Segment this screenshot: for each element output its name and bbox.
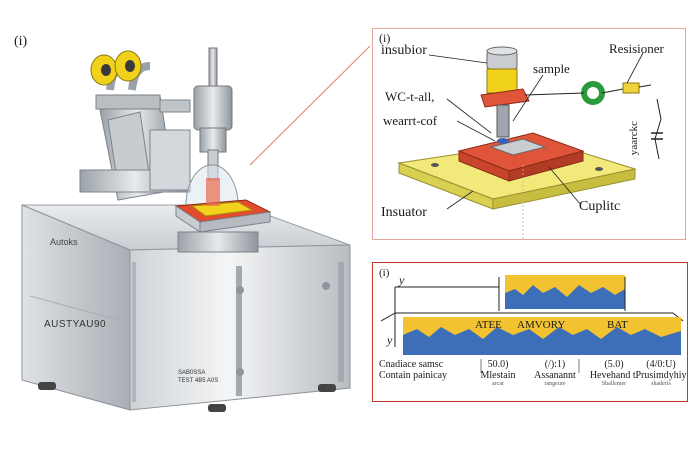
weight-knob-right	[114, 50, 142, 82]
callout-wc-tall: WC-t-all,	[385, 89, 435, 104]
instrument-illustration	[21, 45, 370, 412]
legend-col-3: (/):1) Assanannt rangeure	[523, 359, 587, 387]
legend-col-2-sub: arcar	[492, 381, 504, 387]
legend-row: Cnadiace samsc Contain painicay 50.0) Ml…	[373, 359, 687, 399]
resistor	[622, 82, 640, 94]
legend-col-3-value: Assanannt	[534, 370, 576, 381]
callout-insulator-top: insubior	[381, 43, 427, 58]
sensor-ring	[581, 81, 605, 105]
panel-a-label: (i)	[14, 34, 28, 49]
panel-c: (i) y y ATEE AMVORY BAT Cnadiace samsc C…	[372, 262, 688, 402]
callout-sample: sample	[533, 61, 570, 76]
callout-wear-coef: wearrt-cof	[383, 113, 438, 128]
legend-col-3-title: (/):1)	[544, 359, 566, 370]
legend-col-5-title: (4/0:U)	[646, 359, 676, 370]
coupling-block	[457, 132, 585, 182]
legend-col-1-value: Contain painicay	[379, 370, 448, 381]
legend-col-1-title: Cnadiace samsc	[379, 359, 444, 370]
callout-coupling: Cuplitc	[579, 199, 621, 214]
spindle	[193, 47, 233, 181]
y-axis-label-bottom: y	[387, 333, 393, 347]
sample-stage	[174, 164, 272, 233]
machine-label-front: AUSTYAU90	[44, 319, 107, 330]
band-label-1: ATEE	[475, 319, 502, 331]
machine-label-top: Autoks	[50, 237, 78, 247]
legend-col-1: Cnadiace samsc Contain painicay	[379, 359, 469, 381]
callout-resistor: Resisioner	[609, 41, 664, 56]
callout-vertical-note: ɔʞɔɹɐɐʎ	[629, 121, 641, 156]
band-label-2: AMVORY	[517, 319, 566, 331]
panel-b-label: (i)	[379, 31, 391, 45]
panel-a: (i)	[14, 34, 370, 412]
legend-col-4: (5.0) Hevehand t. Shallemer	[585, 359, 643, 387]
legend-col-5-value: Prusimdyhiy	[635, 370, 687, 381]
upper-band	[505, 275, 625, 309]
legend-col-4-value: Hevehand t.	[589, 370, 639, 381]
machine-small-text-1: SAB0SSA	[178, 370, 206, 376]
lower-band	[403, 317, 681, 355]
legend-col-2-title: 50.0)	[487, 359, 509, 370]
legend-col-5-sub: shaderis	[651, 381, 671, 387]
legend-col-3-sub: rangeure	[544, 381, 566, 387]
band-label-3: BAT	[607, 319, 628, 331]
pin-holder	[480, 46, 530, 144]
legend-col-2: 50.0) Mlestain arcar	[471, 359, 525, 387]
loading-arm	[79, 50, 191, 201]
callout-insulator-bottom: Insuator	[381, 205, 427, 220]
weight-knob-left	[90, 54, 118, 86]
y-axis-label-top: y	[399, 273, 405, 287]
panel-b: (i)	[372, 28, 686, 240]
base-housing	[21, 204, 351, 412]
band-chart	[380, 275, 684, 373]
machine-small-text-2: TEST 4B5 A0S	[178, 378, 219, 384]
legend-col-5: (4/0:U) Prusimdyhiy shaderis	[635, 359, 687, 387]
schematic-illustration	[397, 46, 663, 239]
panel-c-label: (i)	[379, 267, 390, 279]
legend-col-4-sub: Shallemer	[601, 381, 627, 387]
legend-col-4-title: (5.0)	[604, 359, 624, 370]
legend-col-2-value: Mlestain	[480, 370, 516, 381]
